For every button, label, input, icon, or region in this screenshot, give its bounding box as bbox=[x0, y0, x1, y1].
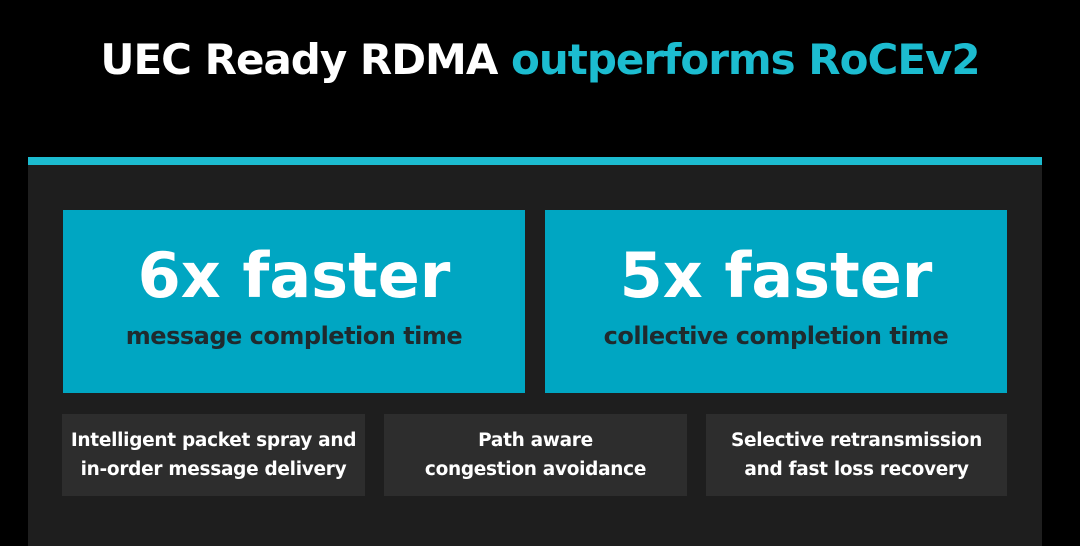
title-primary: UEC Ready RDMA bbox=[100, 35, 498, 84]
feature-packet-spray: Intelligent packet spray and in-order me… bbox=[62, 414, 365, 496]
feature-line: in-order message delivery bbox=[80, 459, 347, 480]
feature-text: Intelligent packet spray and in-order me… bbox=[70, 426, 357, 484]
stat-card-collective: 5x faster collective completion time bbox=[545, 210, 1007, 393]
feature-line: Path aware bbox=[478, 430, 593, 451]
feature-line: Intelligent packet spray and bbox=[70, 430, 357, 451]
stat-description: message completion time bbox=[125, 322, 463, 350]
stat-description: collective completion time bbox=[603, 322, 949, 350]
feature-text: Selective retransmission and fast loss r… bbox=[731, 426, 982, 484]
feature-congestion-avoidance: Path aware congestion avoidance bbox=[384, 414, 687, 496]
title-accent: outperforms RoCEv2 bbox=[510, 35, 981, 84]
stat-value: 5x faster bbox=[619, 239, 933, 312]
feature-loss-recovery: Selective retransmission and fast loss r… bbox=[706, 414, 1007, 496]
feature-text: Path aware congestion avoidance bbox=[425, 426, 646, 484]
stat-card-message: 6x faster message completion time bbox=[63, 210, 525, 393]
feature-line: and fast loss recovery bbox=[744, 459, 969, 480]
feature-line: Selective retransmission bbox=[731, 430, 982, 451]
slide-title: UEC Ready RDMA outperforms RoCEv2 bbox=[0, 34, 1080, 86]
stat-value: 6x faster bbox=[137, 239, 451, 312]
feature-line: congestion avoidance bbox=[424, 459, 647, 480]
